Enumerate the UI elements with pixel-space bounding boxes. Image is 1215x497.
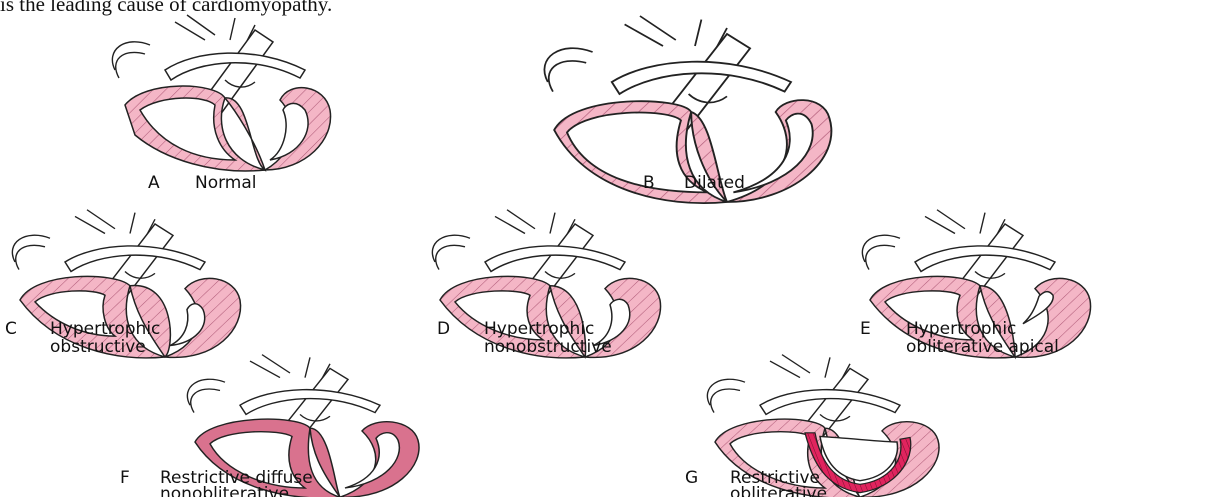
- caption-a-letter: A: [148, 173, 160, 193]
- caption-g-letter: G: [685, 468, 698, 488]
- caption-g-line2: obliterative: [730, 484, 827, 497]
- caption-d-line2: nonobstructive: [484, 337, 612, 357]
- caption-c-letter: C: [5, 319, 17, 339]
- caption-d-letter: D: [437, 319, 450, 339]
- caption-f-letter: F: [120, 468, 130, 488]
- caption-f: F Restrictive diffuse nonobliterative: [120, 468, 313, 497]
- caption-g: G Restrictive obliterative: [685, 468, 827, 497]
- caption-e: E Hypertrophic obliterative apical: [860, 319, 1059, 357]
- caption-e-letter: E: [860, 319, 871, 339]
- caption-a-label: Normal: [195, 173, 257, 193]
- caption-d-line1: Hypertrophic: [484, 319, 594, 339]
- caption-f-line2: nonobliterative: [160, 484, 289, 497]
- caption-b-label: Dilated: [684, 173, 745, 193]
- caption-a: A Normal: [148, 173, 257, 193]
- caption-c-line2: obstructive: [50, 337, 146, 357]
- caption-c-line1: Hypertrophic: [50, 319, 160, 339]
- panel-a-heart: [112, 15, 330, 171]
- caption-b-letter: B: [643, 173, 655, 193]
- caption-e-line2: obliterative apical: [906, 337, 1059, 357]
- caption-c: C Hypertrophic obstructive: [5, 319, 160, 357]
- caption-e-line1: Hypertrophic: [906, 319, 1016, 339]
